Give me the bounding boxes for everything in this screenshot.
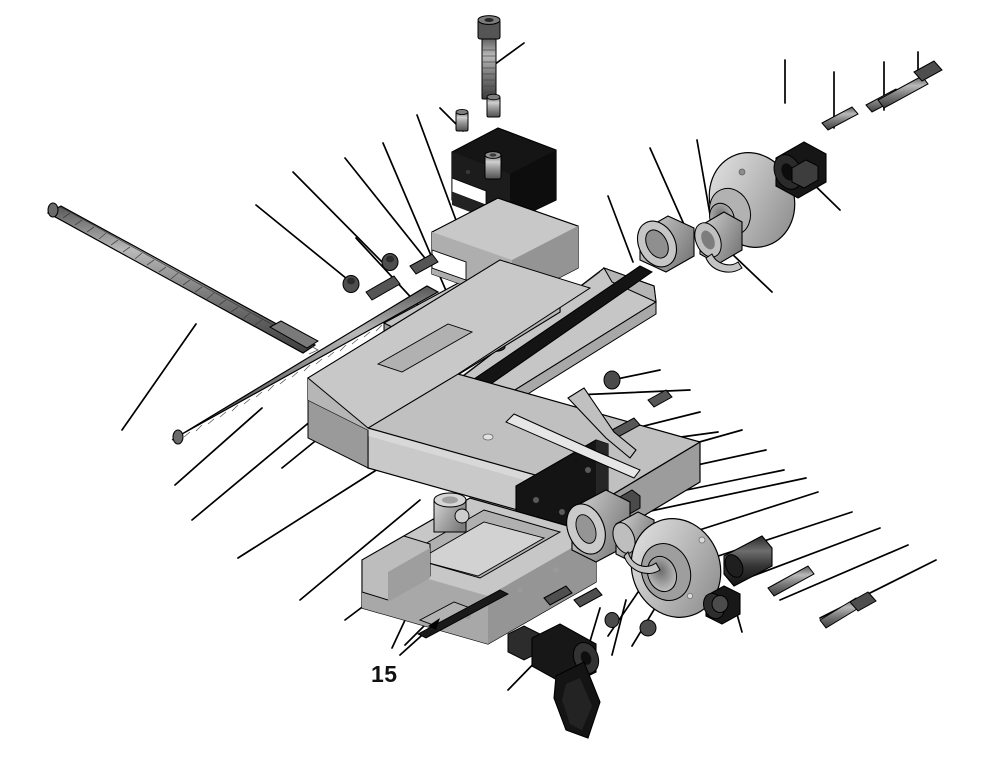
- dowel-pin: [821, 106, 859, 131]
- set-screw: [639, 619, 657, 637]
- upper-knob-nut: [791, 159, 819, 189]
- leader-line: [741, 527, 881, 581]
- leader-line: [255, 204, 353, 284]
- c-clip: [623, 551, 661, 574]
- leader-line: [121, 323, 197, 431]
- leader-line: [344, 157, 429, 263]
- upper-handwheel-bushing: [636, 215, 695, 273]
- set-screw: [711, 595, 729, 613]
- tool-post-long-screw: [477, 15, 501, 100]
- tool-post-screw: [484, 151, 502, 180]
- dowel-pin: [409, 253, 439, 275]
- set-screw: [604, 612, 620, 628]
- bent-key-rod: [567, 387, 637, 459]
- upper-leadscrew: [46, 202, 319, 355]
- upper-handwheel-hub: [694, 211, 743, 265]
- callout-15: 15: [371, 661, 398, 687]
- dowel-pin: [365, 275, 401, 301]
- base-saddle-casting: [361, 492, 597, 645]
- leader-line: [607, 195, 634, 263]
- set-screw: [486, 93, 501, 118]
- lower-leadscrew: [171, 285, 440, 445]
- dowel-pin: [647, 389, 673, 408]
- set-screw: [342, 275, 360, 293]
- dowel-pin: [543, 585, 573, 606]
- base-gib-wedge: [417, 589, 509, 639]
- flat-bar: [505, 413, 641, 479]
- leader-line: [237, 454, 401, 559]
- leader-line: [611, 599, 627, 656]
- saddle-pivot-boss: [433, 492, 470, 533]
- leader-line: [699, 511, 853, 563]
- set-screw: [455, 108, 469, 132]
- leader-line: [779, 544, 909, 601]
- hex-bolt: [819, 591, 877, 629]
- dowel-pin: [573, 587, 603, 608]
- leader-line: [729, 251, 773, 293]
- clamping-lever: [507, 623, 601, 739]
- roll-pin: [723, 535, 773, 587]
- c-clip: [705, 253, 743, 273]
- leader-line: [174, 407, 263, 486]
- leader-line: [191, 404, 331, 521]
- hex-bolt: [877, 60, 943, 109]
- set-screw: [603, 370, 621, 390]
- leader-line: [299, 499, 421, 601]
- dowel-pin: [767, 565, 815, 597]
- set-screw: [381, 253, 399, 271]
- leader-line: [574, 389, 691, 396]
- callout-15-tick: [428, 618, 440, 630]
- leader-line: [292, 171, 389, 269]
- leader-line: [645, 477, 807, 513]
